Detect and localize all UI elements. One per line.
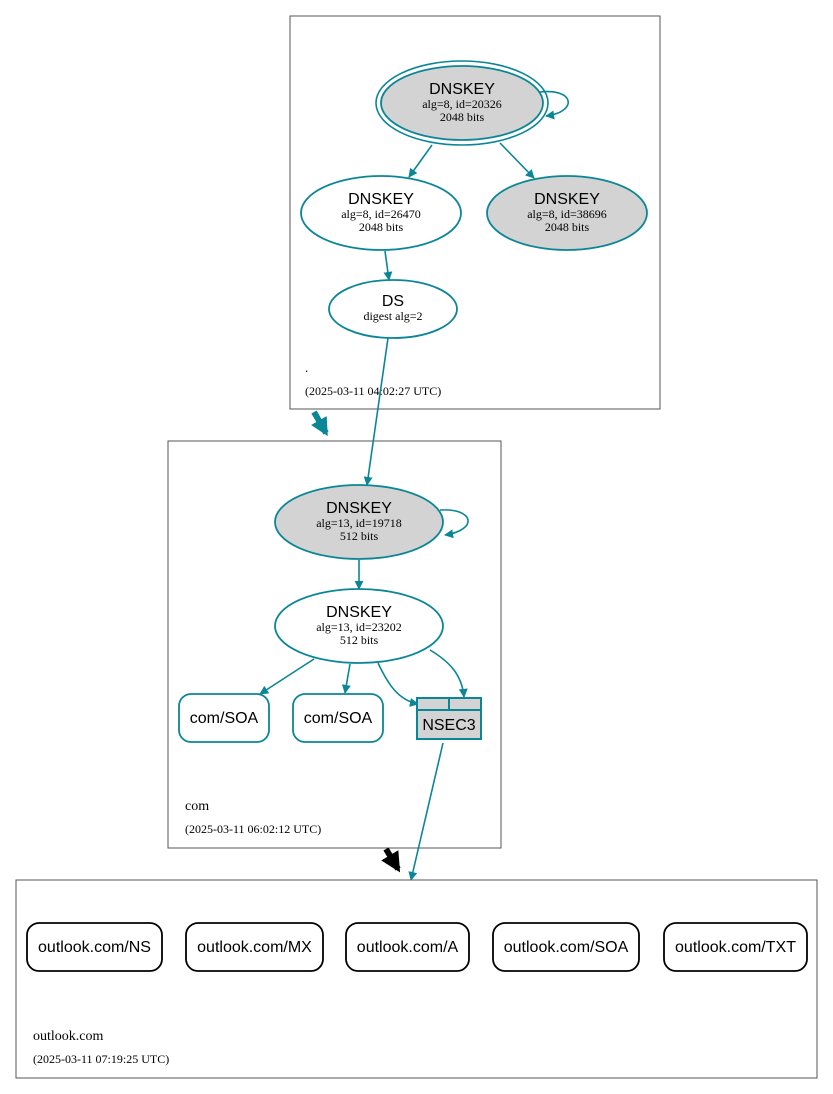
edge-ds-com-ksk — [363, 337, 389, 486]
edge-nsec3-outlook — [408, 742, 444, 881]
edge-com-ksk-self — [439, 509, 469, 539]
node-com-soa-2: com/SOA — [292, 693, 384, 743]
zone-outlook-name: outlook.com — [33, 1029, 103, 1044]
zone-root-name: . — [305, 360, 308, 375]
edge-com-zsk-soa2 — [341, 663, 351, 694]
node-com-zsk-line2: 512 bits — [340, 633, 379, 647]
node-com-ds-shape — [328, 279, 458, 339]
node-com-zsk-line1: alg=13, id=23202 — [316, 620, 402, 634]
node-outlook-mx: outlook.com/MX — [185, 922, 324, 972]
node-outlook-soa-shape — [492, 922, 640, 972]
node-root-zsk1: DNSKEY alg=8, id=26470 2048 bits — [300, 175, 462, 251]
node-root-ksk-title: DNSKEY — [429, 81, 495, 98]
node-root-zsk2-line1: alg=8, id=38696 — [527, 207, 607, 221]
node-root-ksk-line1: alg=8, id=20326 — [422, 97, 502, 111]
node-root-zsk1-line2: 2048 bits — [359, 220, 404, 234]
node-root-ksk-outer-ring — [375, 60, 549, 146]
node-outlook-a: outlook.com/A — [345, 922, 470, 972]
zone-com-name: com — [185, 799, 209, 814]
edge-root-ksk-self — [539, 90, 569, 120]
edge-com-zsk-nsec3-a — [377, 662, 419, 707]
node-root-zsk1-shape — [300, 175, 462, 251]
node-outlook-mx-label: outlook.com/MX — [197, 939, 312, 956]
node-root-ksk: DNSKEY alg=8, id=20326 2048 bits — [375, 60, 549, 146]
node-root-zsk2: DNSKEY alg=8, id=38696 2048 bits — [486, 175, 648, 251]
node-com-soa-1-label: com/SOA — [190, 710, 259, 727]
edge-root-ksk-zsk2 — [499, 142, 535, 179]
node-root-ksk-shape — [380, 65, 544, 141]
node-com-nsec3-label: NSEC3 — [422, 717, 475, 734]
delegation-com-outlook-arrow — [381, 847, 401, 873]
zone-root-timestamp: (2025-03-11 04:02:27 UTC) — [305, 384, 441, 398]
node-outlook-txt: outlook.com/TXT — [663, 922, 808, 972]
node-root-ksk-line2: 2048 bits — [440, 110, 485, 124]
node-outlook-ns-label: outlook.com/NS — [38, 939, 151, 956]
node-outlook-soa: outlook.com/SOA — [492, 922, 640, 972]
node-com-ds-title: DS — [382, 293, 404, 310]
edge-root-zsk1-ds — [383, 250, 393, 281]
node-com-ksk-shape — [274, 484, 444, 560]
node-outlook-ns-shape — [26, 922, 163, 972]
zone-com-timestamp: (2025-03-11 06:02:12 UTC) — [185, 822, 321, 836]
node-com-zsk-title: DNSKEY — [326, 604, 392, 621]
node-com-soa-2-label: com/SOA — [304, 710, 373, 727]
zone-outlook-timestamp: (2025-03-11 07:19:25 UTC) — [33, 1052, 169, 1066]
node-com-ds: DS digest alg=2 — [328, 279, 458, 339]
node-root-zsk2-line2: 2048 bits — [545, 220, 590, 234]
node-com-ds-line1: digest alg=2 — [363, 309, 422, 323]
node-root-zsk2-title: DNSKEY — [534, 191, 600, 208]
node-outlook-a-shape — [345, 922, 470, 972]
zone-outlook-box — [15, 879, 818, 1079]
zone-outlook: outlook.com (2025-03-11 07:19:25 UTC) — [15, 879, 818, 1079]
node-root-zsk1-title: DNSKEY — [348, 191, 414, 208]
node-outlook-mx-shape — [185, 922, 324, 972]
delegation-root-com-arrow — [311, 410, 329, 437]
node-com-soa-1: com/SOA — [178, 693, 270, 743]
node-root-zsk1-line1: alg=8, id=26470 — [341, 207, 421, 221]
node-outlook-txt-label: outlook.com/TXT — [675, 939, 796, 956]
node-outlook-ns: outlook.com/NS — [26, 922, 163, 972]
node-com-ksk-line2: 512 bits — [340, 529, 379, 543]
node-com-soa-1-shape — [178, 693, 270, 743]
node-com-ksk-line1: alg=13, id=19718 — [316, 516, 402, 530]
node-outlook-soa-label: outlook.com/SOA — [504, 939, 629, 956]
edge-root-ksk-zsk1 — [408, 144, 433, 178]
node-com-soa-2-shape — [292, 693, 384, 743]
edge-com-zsk-soa1 — [259, 658, 315, 695]
node-outlook-a-label: outlook.com/A — [357, 939, 459, 956]
node-com-zsk-shape — [274, 588, 444, 664]
edges — [259, 90, 569, 881]
edge-com-zsk-nsec3-b — [429, 649, 468, 698]
node-com-zsk: DNSKEY alg=13, id=23202 512 bits — [274, 588, 444, 664]
node-com-nsec3: NSEC3 — [416, 697, 482, 740]
node-com-ksk-title: DNSKEY — [326, 500, 392, 517]
node-root-zsk2-shape — [486, 175, 648, 251]
node-com-ksk: DNSKEY alg=13, id=19718 512 bits — [274, 484, 444, 560]
node-outlook-txt-shape — [663, 922, 808, 972]
